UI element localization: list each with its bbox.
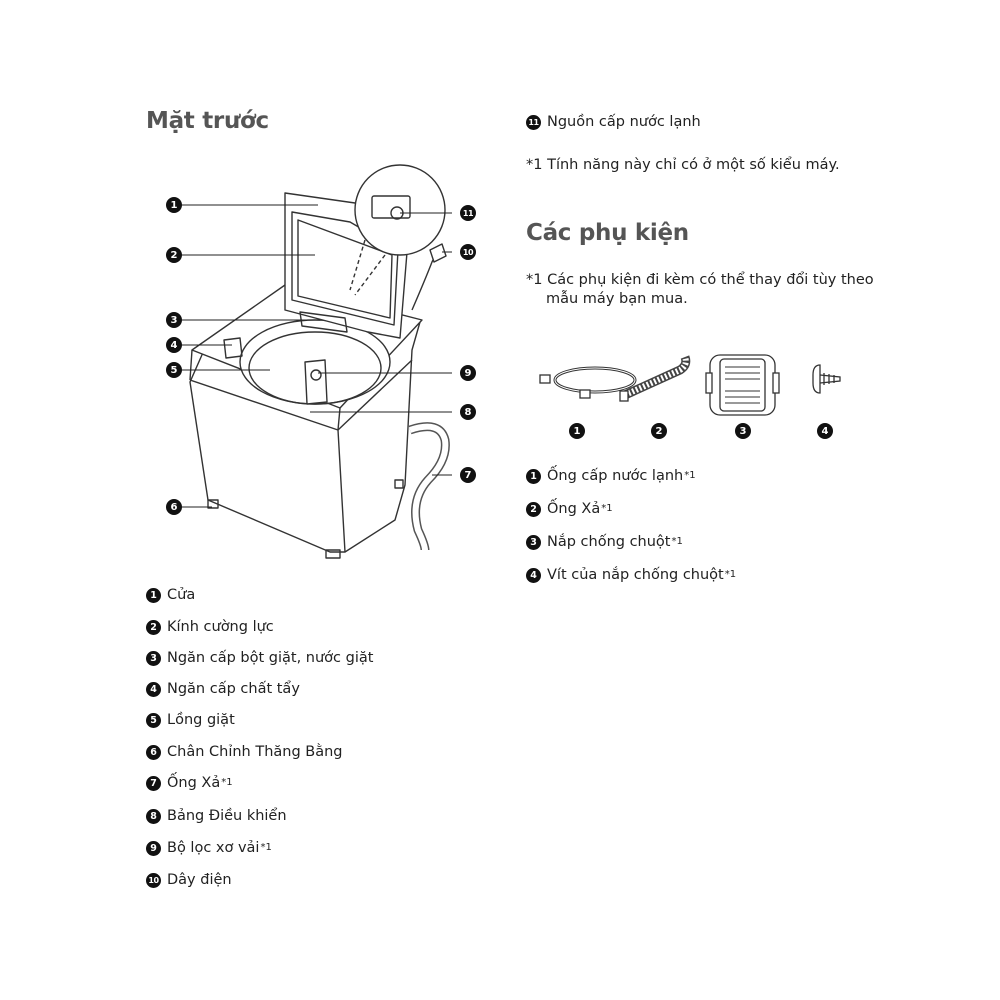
front-item-5: 5 Lồng giặt (146, 712, 235, 728)
num-badge: 9 (146, 840, 161, 856)
num-badge: 6 (146, 744, 161, 760)
picture-number-1: 1 (569, 423, 585, 439)
front-item-6: 6 Chân Chỉnh Thăng Bằng (146, 744, 343, 760)
inlet-hose-icon (539, 366, 637, 399)
callout-4: 4 (166, 337, 182, 353)
item-label: Ngăn cấp bột giặt, nước giặt (167, 650, 374, 666)
num-badge: 2 (146, 619, 161, 635)
screw-icon (812, 364, 841, 394)
picture-number-2: 2 (651, 423, 667, 439)
callout-1: 1 (166, 197, 182, 213)
callout-8: 8 (460, 404, 476, 420)
num-badge: 10 (146, 872, 161, 888)
model-footnote: *1 Tính năng này chỉ có ở một số kiểu má… (526, 157, 840, 173)
callout-2: 2 (166, 247, 182, 263)
num-badge: 4 (146, 681, 161, 697)
num-badge: 5 (146, 712, 161, 728)
num-badge: 8 (146, 808, 161, 824)
front-item-8: 8 Bảng Điều khiển (146, 808, 287, 824)
item-label: Dây điện (167, 872, 232, 888)
item-label: Bộ lọc xơ vải (167, 840, 260, 856)
item-label: Ống Xả (167, 775, 221, 791)
item-label: Bảng Điều khiển (167, 808, 287, 824)
front-item-1: 1 Cửa (146, 587, 195, 603)
callout-7: 7 (460, 467, 476, 483)
item-label: Chân Chỉnh Thăng Bằng (167, 744, 343, 760)
item-label: Kính cường lực (167, 619, 274, 635)
callout-3: 3 (166, 312, 182, 328)
item-label: Ngăn cấp chất tẩy (167, 681, 300, 697)
item-label: Nắp chống chuột (547, 534, 671, 550)
accessories-pictures (539, 354, 841, 416)
num-badge: 1 (146, 587, 161, 603)
item-label: Ống cấp nước lạnh (547, 468, 684, 484)
front-item-3: 3 Ngăn cấp bột giặt, nước giặt (146, 650, 373, 666)
callout-9: 9 (460, 365, 476, 381)
item-label: Lồng giặt (167, 712, 235, 728)
accessories-section-title: Các phụ kiện (526, 220, 689, 246)
picture-number-4: 4 (817, 423, 833, 439)
callout-6: 6 (166, 499, 182, 515)
num-badge: 3 (526, 534, 541, 550)
accessories-note-line1: *1 Các phụ kiện đi kèm có thể thay đổi t… (526, 272, 874, 288)
callout-10: 10 (460, 244, 476, 260)
item-label: Cửa (167, 587, 196, 603)
num-badge: 2 (526, 501, 541, 517)
num-badge: 4 (526, 567, 541, 583)
num-badge: 3 (146, 650, 161, 666)
front-item-4: 4 Ngăn cấp chất tẩy (146, 681, 300, 697)
front-section-title: Mặt trước (146, 108, 269, 134)
callout-5: 5 (166, 362, 182, 378)
washer-front-diagram (182, 164, 452, 559)
num-badge: 7 (146, 775, 161, 791)
accessories-note-line2: mẫu máy bạn mua. (546, 291, 688, 307)
drain-hose-icon (619, 355, 691, 402)
num-badge: 11 (526, 114, 541, 130)
front-item-10: 10 Dây điện (146, 872, 232, 888)
callout-11: 11 (460, 205, 476, 221)
front-item-2: 2 Kính cường lực (146, 619, 274, 635)
item-label: Vít của nắp chống chuột (547, 567, 724, 583)
front-item-11: 11 Nguồn cấp nước lạnh (526, 114, 701, 130)
picture-number-3: 3 (735, 423, 751, 439)
item-label: Ống Xả (547, 501, 601, 517)
num-badge: 1 (526, 468, 541, 484)
mouse-cover-icon (705, 354, 780, 416)
item-label: Nguồn cấp nước lạnh (547, 114, 701, 130)
